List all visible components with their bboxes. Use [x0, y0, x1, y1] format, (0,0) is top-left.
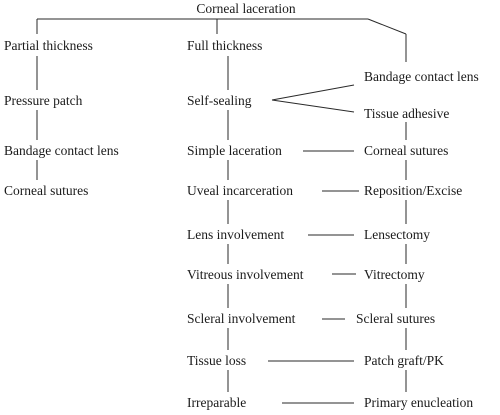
connector-lines [36, 18, 407, 404]
root-node: Corneal laceration [196, 1, 296, 16]
full-thickness-node: Full thickness [187, 38, 262, 53]
node-labels: Corneal laceration Partial thickness Pre… [4, 1, 479, 410]
self-sealing-to-bandage [271, 84, 355, 101]
partial-corneal-sutures-node: Corneal sutures [4, 183, 88, 198]
lensectomy-node: Lensectomy [364, 227, 430, 242]
scleral-sutures-node: Scleral sutures [356, 311, 435, 326]
uveal-incarceration-node: Uveal incarceration [187, 183, 293, 198]
bandage-contact-lens-node: Bandage contact lens [364, 69, 479, 84]
tissue-adhesive-node: Tissue adhesive [364, 106, 449, 121]
lens-involvement-node: Lens involvement [187, 227, 284, 242]
reposition-excise-node: Reposition/Excise [364, 183, 462, 198]
partial-bandage-lens-node: Bandage contact lens [4, 143, 119, 158]
vitrectomy-node: Vitrectomy [364, 267, 425, 282]
tissue-loss-node: Tissue loss [187, 353, 246, 368]
self-sealing-node: Self-sealing [187, 93, 252, 108]
root-to-treatments [367, 18, 407, 35]
partial-thickness-node: Partial thickness [4, 38, 93, 53]
corneal-sutures-node: Corneal sutures [364, 143, 448, 158]
pressure-patch-node: Pressure patch [4, 93, 83, 108]
irreparable-node: Irreparable [187, 395, 246, 410]
simple-laceration-node: Simple laceration [187, 143, 282, 158]
primary-enucleation-node: Primary enucleation [364, 395, 473, 410]
scleral-involvement-node: Scleral involvement [187, 311, 296, 326]
self-sealing-to-adhesive [271, 99, 355, 113]
vitreous-involvement-node: Vitreous involvement [187, 267, 304, 282]
patch-graft-node: Patch graft/PK [364, 353, 444, 368]
